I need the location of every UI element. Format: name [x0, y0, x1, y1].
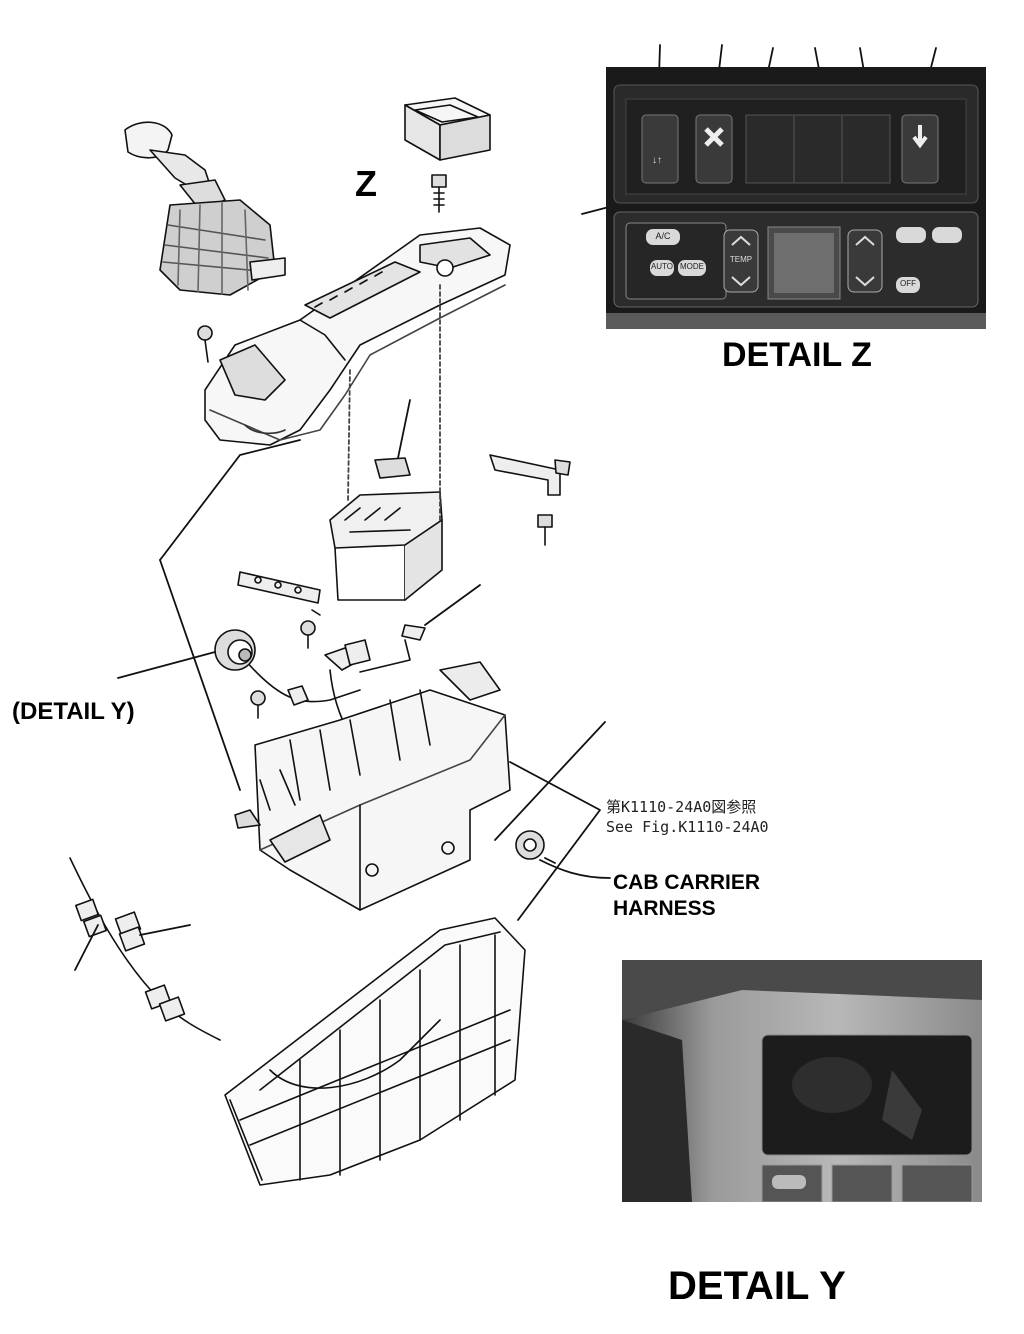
cab-carrier-harness-label-2: HARNESS — [613, 897, 716, 920]
detail-y-title: DETAIL Y — [668, 1264, 846, 1308]
z-marker-label: Z — [355, 163, 377, 204]
switch-2 — [695, 114, 733, 184]
figure-reference-jp: 第K1110-24A0図参照 — [606, 798, 757, 816]
grommet — [515, 830, 545, 860]
cab-carrier-harness-label-1: CAB CARRIER — [613, 871, 760, 894]
detail-y-photo — [622, 960, 982, 1202]
ac-key: A/C — [655, 231, 671, 241]
detail-z-photo: ↓↑ A/C AUTO MODE TEMP OFF — [606, 67, 986, 329]
screw — [431, 174, 447, 213]
console-frame — [234, 661, 511, 911]
svg-text:↓↑: ↓↑ — [652, 155, 662, 166]
blank-1 — [745, 114, 795, 184]
blank-2 — [793, 114, 843, 184]
switch-1 — [641, 114, 679, 184]
cup-holder — [404, 97, 491, 161]
lower-tray — [224, 917, 526, 1186]
mounting-strip — [237, 571, 321, 616]
console-cover — [204, 227, 511, 446]
temp-key: TEMP — [729, 255, 753, 264]
detail-y-reference: (DETAIL Y) — [12, 698, 135, 725]
figure-reference-en: See Fig.K1110-24A0 — [606, 818, 769, 836]
detail-z-title: DETAIL Z — [722, 336, 872, 374]
joystick-lever — [124, 121, 286, 296]
ac-control-unit — [329, 491, 443, 601]
blank-3 — [841, 114, 891, 184]
screw-left — [197, 325, 213, 363]
relay-cluster — [69, 857, 221, 1041]
bracket-right — [489, 454, 571, 546]
off-key: OFF — [900, 279, 916, 288]
clip — [374, 457, 411, 479]
cable-ring-detail-y — [214, 629, 256, 671]
bolts — [250, 620, 316, 719]
switch-3 — [901, 114, 939, 184]
auto-key: AUTO — [650, 262, 674, 271]
mode-key: MODE — [680, 262, 704, 271]
